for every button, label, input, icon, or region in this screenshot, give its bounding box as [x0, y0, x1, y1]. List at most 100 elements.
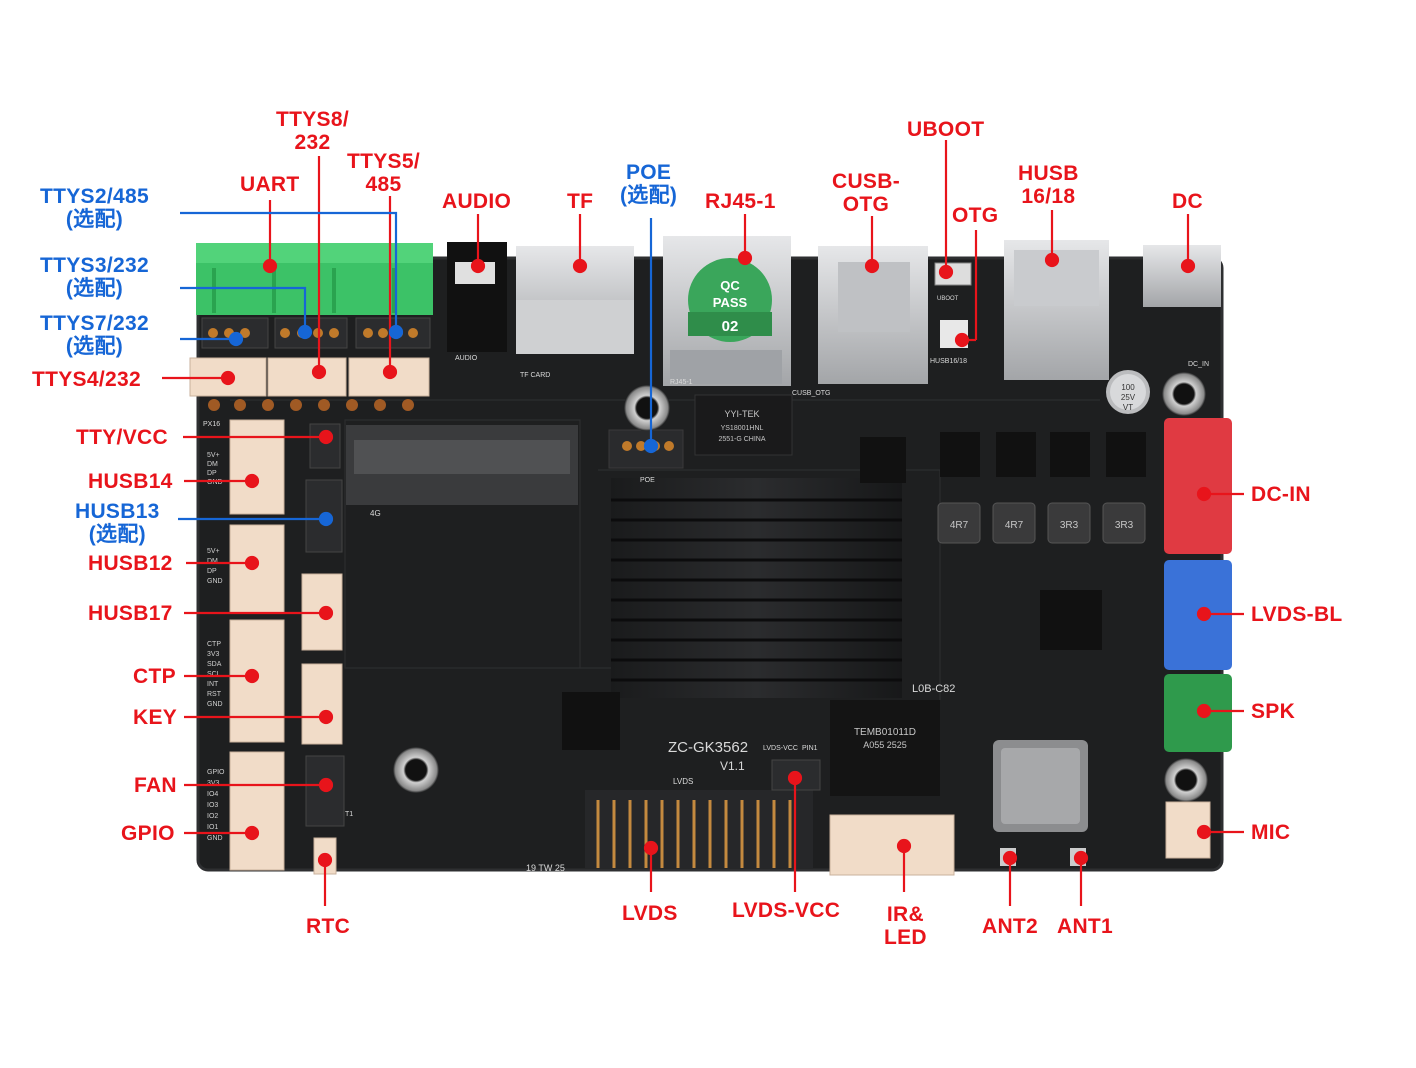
board-name-text: ZC-GK3562 — [668, 739, 748, 756]
wifi-sub-text: A055 2525 — [863, 740, 907, 750]
inductors — [937, 502, 1146, 544]
svg-text:DP: DP — [207, 568, 217, 575]
svg-text:GND: GND — [207, 835, 223, 842]
yyi-sub-text: 2551-G CHINA — [718, 436, 765, 443]
label-lvds-bl: LVDS-BL — [1251, 603, 1343, 626]
uboot-silk: UBOOT — [937, 296, 959, 302]
label-ant2: ANT2 — [982, 915, 1039, 938]
lvds-vcc-silk: LVDS-VCC — [763, 745, 798, 752]
svg-text:DM: DM — [207, 558, 218, 565]
audio-silk: AUDIO — [455, 355, 478, 362]
label-fan: FAN — [134, 774, 177, 797]
t1-silk: T1 — [345, 811, 353, 818]
dc-in-silk: DC_IN — [1188, 361, 1209, 368]
cap-text2: 25V — [1121, 393, 1136, 402]
px16-silk: PX16 — [203, 421, 220, 428]
svg-text:5V+: 5V+ — [207, 452, 220, 459]
inductor-1: 4R7 — [950, 520, 969, 531]
mounting-holes — [393, 372, 1208, 802]
label-ttys5: TTYS5/485 — [347, 150, 420, 196]
svg-text:SDA: SDA — [207, 661, 222, 668]
rj45-silk: RJ45-1 — [670, 379, 693, 386]
label-ctp: CTP — [133, 665, 176, 688]
svg-text:SCL: SCL — [207, 671, 221, 678]
svg-text:DP: DP — [207, 470, 217, 477]
lvds-header — [585, 790, 813, 868]
inductor-3: 3R3 — [1060, 520, 1079, 531]
label-otg: OTG — [952, 204, 999, 227]
label-ant1: ANT1 — [1057, 915, 1114, 938]
qc-num-text: 02 — [722, 318, 739, 335]
svg-text:CTP: CTP — [207, 641, 221, 648]
ir-led-connector — [829, 814, 955, 876]
uart-terminal-block — [196, 243, 433, 315]
svg-text:GND: GND — [207, 578, 223, 585]
label-husb13: HUSB13(选配) — [75, 500, 160, 546]
tf-card-silk: TF CARD — [520, 372, 550, 379]
label-ttys4: TTYS4/232 — [32, 368, 141, 391]
svg-text:5V+: 5V+ — [207, 548, 220, 555]
label-audio: AUDIO — [442, 190, 512, 213]
cap-text1: 100 — [1121, 383, 1135, 392]
yyi-text: YYI-TEK — [724, 409, 759, 419]
label-tty-vcc: TTY/VCC — [76, 426, 168, 449]
svg-text:GPIO: GPIO — [207, 769, 225, 776]
qc-top-text: QC — [720, 278, 740, 293]
svg-text:GND: GND — [207, 701, 223, 708]
pin1-silk: PIN1 — [802, 745, 818, 752]
husb-silk: HUSB16/18 — [930, 358, 967, 365]
label-spk: SPK — [1251, 700, 1296, 723]
label-lvds-vcc: LVDS-VCC — [732, 899, 841, 922]
label-rtc: RTC — [306, 915, 351, 938]
svg-text:IO4: IO4 — [207, 791, 218, 798]
label-husb14: HUSB14 — [88, 470, 173, 493]
label-tf: TF — [567, 190, 594, 213]
svg-text:IO2: IO2 — [207, 813, 218, 820]
svg-text:3V3: 3V3 — [207, 780, 220, 787]
board-version-text: V1.1 — [720, 759, 745, 773]
tw-silk: 19 TW 25 — [526, 863, 565, 873]
label-dc: DC — [1172, 190, 1203, 213]
label-rj45: RJ45-1 — [705, 190, 776, 213]
label-dc-in: DC-IN — [1251, 483, 1311, 506]
red-callouts — [162, 140, 1244, 906]
svg-text:3V3: 3V3 — [207, 651, 220, 658]
label-uart: UART — [240, 173, 300, 196]
label-ttys7: TTYS7/232(选配) — [40, 312, 149, 358]
ic-mark-silk: L0B-C82 — [912, 683, 955, 695]
label-ttys2: TTYS2/485(选配) — [40, 185, 149, 231]
label-ir-led: IR&LED — [884, 903, 927, 949]
4g-silk: 4G — [370, 509, 381, 518]
cap-text3: VT — [1123, 403, 1133, 412]
label-gpio: GPIO — [121, 822, 175, 845]
svg-text:INT: INT — [207, 681, 219, 688]
lvds-silk: LVDS — [673, 777, 693, 786]
rj45-jack — [663, 236, 791, 386]
label-husb12: HUSB12 — [88, 552, 173, 575]
label-mic: MIC — [1251, 821, 1291, 844]
wifi-top-text: TEMB01011D — [854, 727, 916, 738]
label-cusb-otg: CUSB-OTG — [832, 170, 900, 216]
poe-silk: POE — [640, 477, 655, 484]
label-ttys3: TTYS3/232(选配) — [40, 254, 149, 300]
label-lvds: LVDS — [622, 902, 678, 925]
yyi-part-text: YS18001HNL — [721, 425, 764, 432]
label-ttys8: TTYS8/232 — [276, 108, 349, 154]
inductor-2: 4R7 — [1005, 520, 1024, 531]
svg-text:IO3: IO3 — [207, 802, 218, 809]
dc-in-connector — [1164, 418, 1232, 554]
power-ics — [562, 432, 1146, 796]
cusb-silk: CUSB_OTG — [792, 390, 831, 397]
svg-text:RST: RST — [207, 691, 222, 698]
label-uboot: UBOOT — [907, 118, 985, 141]
dc-jack — [1143, 245, 1221, 307]
blue-callouts — [178, 211, 659, 527]
label-key: KEY — [133, 706, 178, 729]
qc-mid-text: PASS — [713, 295, 748, 310]
inductor-4: 3R3 — [1115, 520, 1134, 531]
svg-text:IO1: IO1 — [207, 824, 218, 831]
label-husb17: HUSB17 — [88, 602, 173, 625]
